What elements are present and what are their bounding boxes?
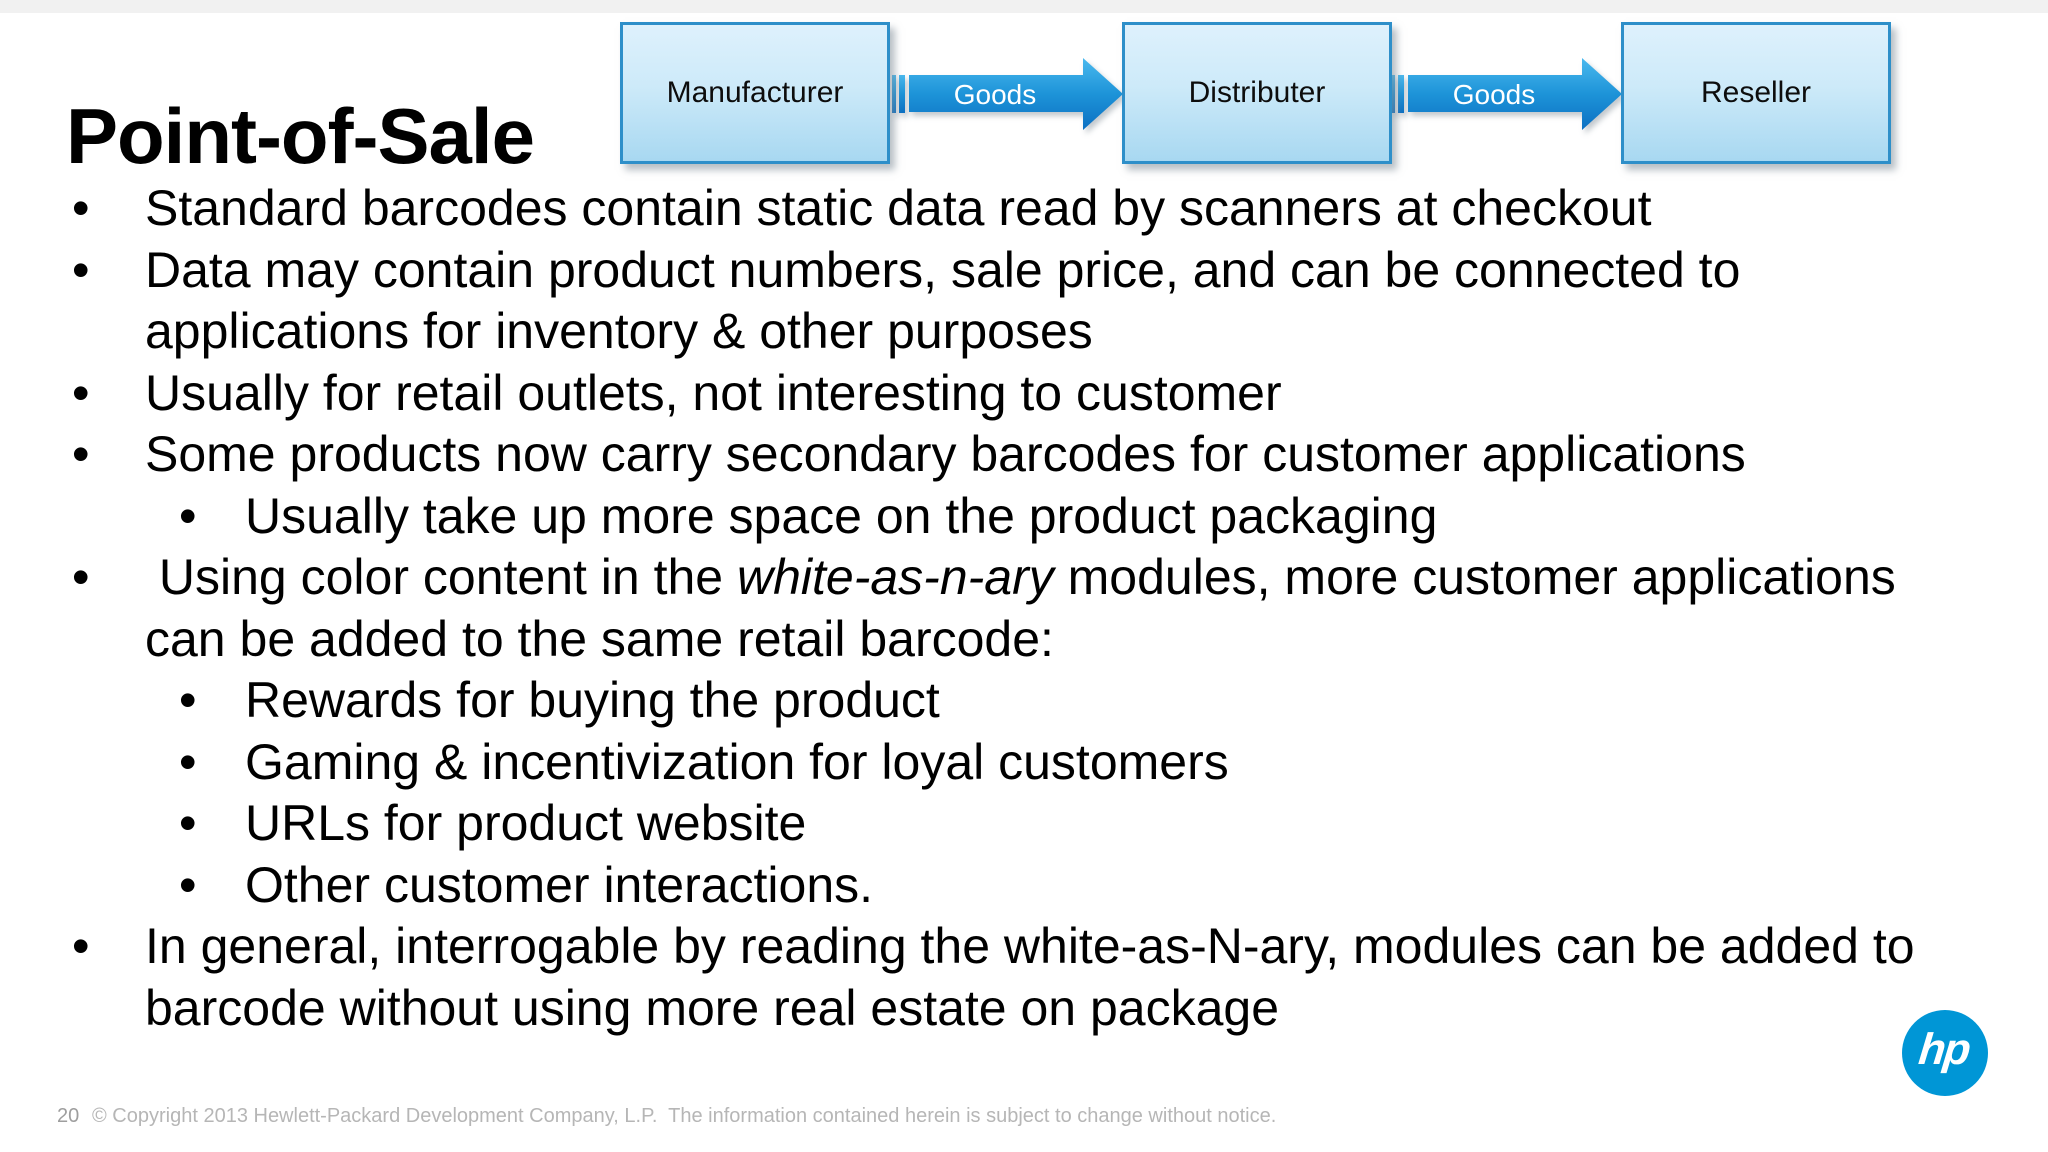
arrow-body-icon	[1408, 58, 1622, 130]
slide-title: Point-of-Sale	[66, 92, 535, 181]
bullet-line: • Some products now carry secondary barco…	[0, 424, 2048, 486]
bullet-line: • Using color content in the white-as-n-…	[0, 547, 2048, 609]
goods-arrow-label: Goods	[1453, 79, 1536, 110]
bullet-line: • Usually for retail outlets, not interes…	[0, 363, 2048, 425]
bullet-marker: •	[179, 856, 197, 913]
bullet-line: • Standard barcodes contain static data r…	[0, 178, 2048, 240]
bullet-text: barcode without using more real estate o…	[145, 979, 1280, 1036]
arrow-stripe-icon	[899, 75, 905, 113]
bullet-list: • Standard barcodes contain static data r…	[0, 178, 2048, 1039]
bullet-line: applications for inventory & other purpo…	[0, 301, 2048, 363]
bullet-marker: •	[179, 487, 197, 544]
hp-logo-text: hp	[1916, 1025, 1972, 1074]
bullet-line: • In general, interrogable by reading the…	[0, 916, 2048, 978]
arrow-body-icon	[909, 58, 1123, 130]
goods-arrow: Goods	[1391, 58, 1622, 130]
diagram-node: Reseller	[1621, 22, 1891, 164]
hp-logo: hp	[1902, 1010, 1988, 1096]
bullet-line: • Usually take up more space on the produ…	[0, 486, 2048, 548]
bullet-line: • Rewards for buying the product	[0, 670, 2048, 732]
bullet-text: Usually take up more space on the produc…	[245, 487, 1438, 544]
bullet-line: • Data may contain product numbers, sale …	[0, 240, 2048, 302]
bullet-line: • Other customer interactions.	[0, 855, 2048, 917]
bullet-marker: •	[72, 241, 90, 298]
bullet-line: • Gaming & incentivization for loyal cust…	[0, 732, 2048, 794]
flow-diagram: Goods Goods Manufacturer Distributer Resel…	[0, 0, 2048, 180]
bullet-line: • URLs for product website	[0, 793, 2048, 855]
goods-arrow: Goods	[892, 58, 1123, 130]
bullet-marker: •	[179, 672, 197, 728]
copyright-text: © Copyright 2013 Hewlett-Packard Develop…	[92, 1105, 1277, 1127]
bullet-text: Other customer interactions.	[245, 856, 874, 913]
bullet-text: Using color content in the white-as-n-ar…	[145, 549, 1896, 605]
bullet-text: URLs for product website	[245, 795, 807, 851]
bullet-text: can be added to the same retail barcode:	[145, 610, 1054, 667]
page-number: 20	[57, 1105, 80, 1127]
bullet-text: Data may contain product numbers, sale p…	[145, 241, 1741, 298]
bullet-text: Rewards for buying the product	[245, 672, 940, 728]
arrow-stripe-icon	[892, 75, 896, 113]
bullet-marker: •	[72, 180, 90, 236]
bullet-text: Usually for retail outlets, not interest…	[145, 364, 1282, 421]
bullet-line: barcode without using more real estate o…	[0, 978, 2048, 1040]
bullet-text: Gaming & incentivization for loyal custo…	[245, 733, 1229, 790]
bullet-text: Standard barcodes contain static data re…	[145, 180, 1652, 236]
bullet-text: In general, interrogable by reading the …	[145, 918, 1915, 974]
bullet-marker: •	[72, 364, 90, 421]
bullet-marker: •	[72, 918, 90, 974]
bullet-line: can be added to the same retail barcode:	[0, 609, 2048, 671]
bullet-marker: •	[72, 426, 90, 482]
bullet-text: Some products now carry secondary barcod…	[145, 426, 1746, 482]
bullet-marker: •	[179, 733, 197, 790]
diagram-node: Manufacturer	[620, 22, 890, 164]
arrow-stripe-icon	[1398, 75, 1404, 113]
diagram-node: Distributer	[1122, 22, 1392, 164]
top-edge-strip	[0, 0, 2048, 13]
bullet-text: applications for inventory & other purpo…	[145, 303, 1093, 359]
bullet-marker: •	[72, 549, 90, 605]
arrow-stripe-icon	[1391, 75, 1395, 113]
goods-arrow-label: Goods	[954, 79, 1037, 110]
bullet-marker: •	[179, 795, 197, 851]
